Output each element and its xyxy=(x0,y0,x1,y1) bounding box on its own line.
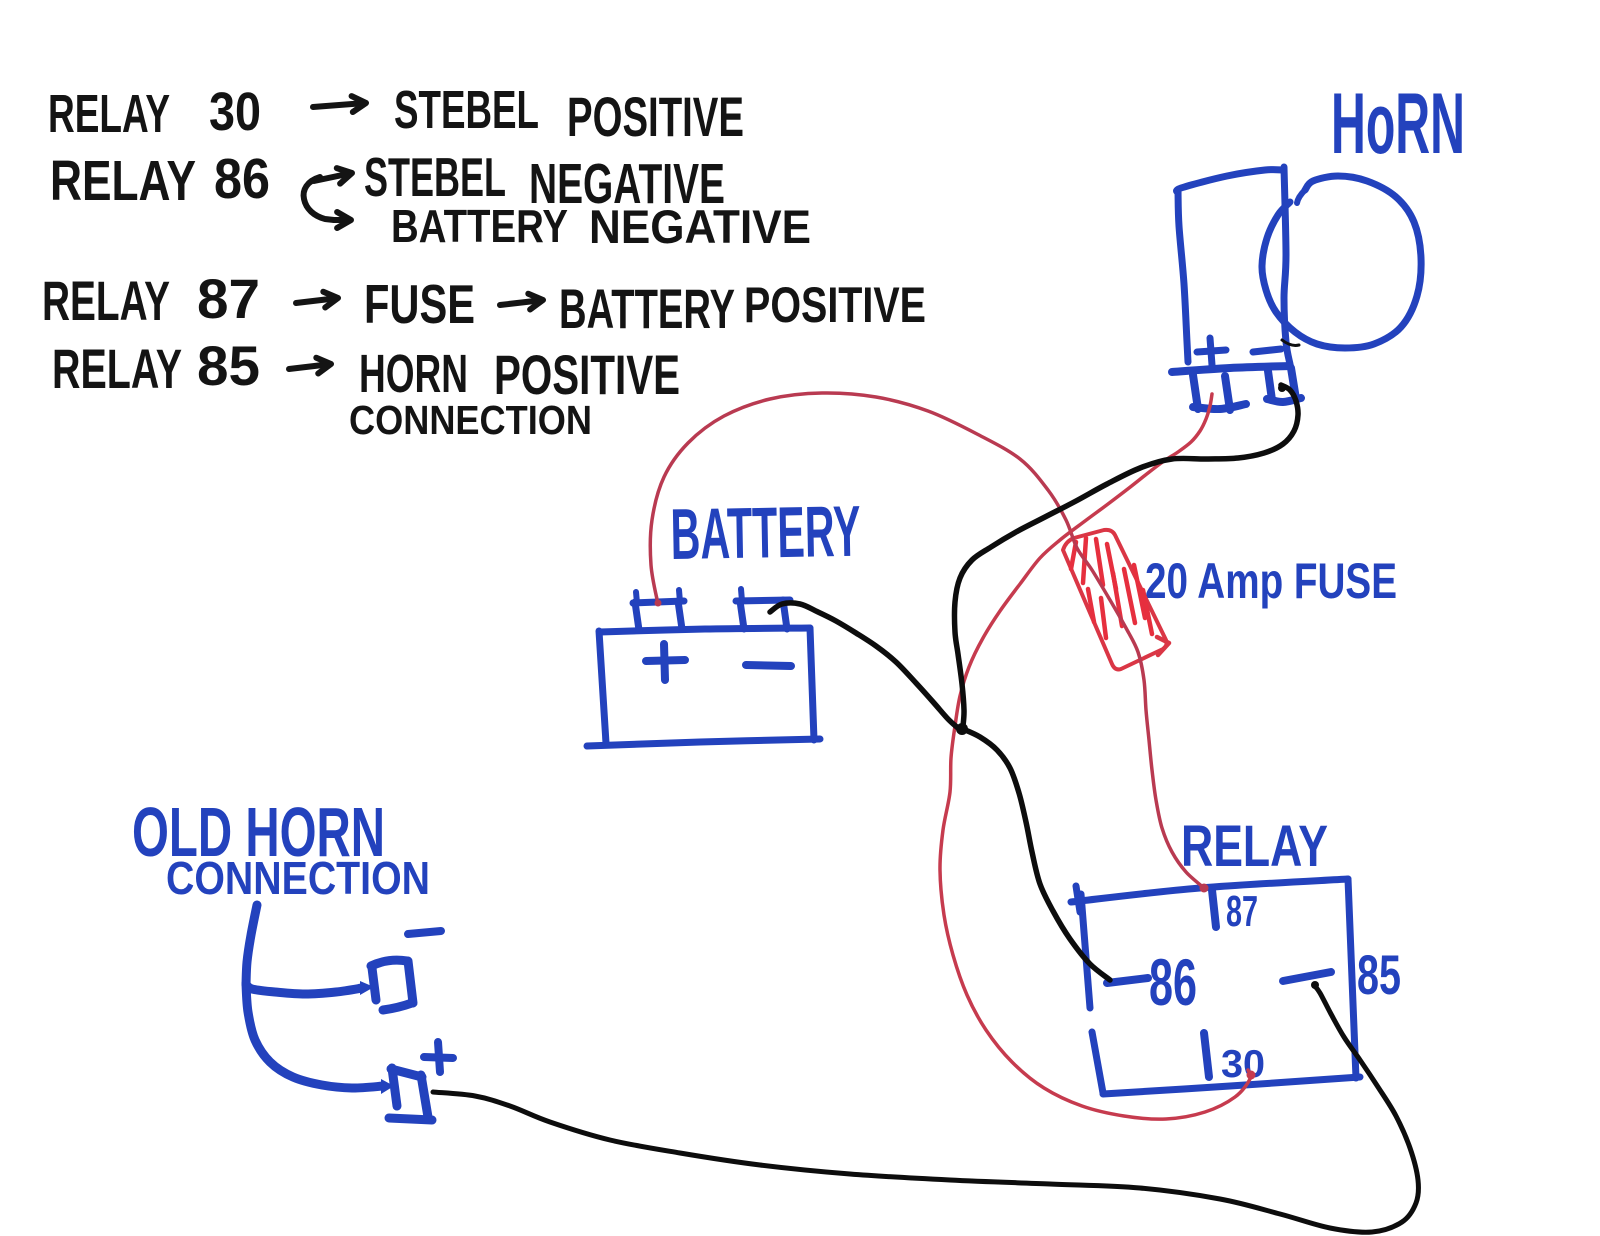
svg-text:STEBEL: STEBEL xyxy=(394,80,539,140)
svg-text:30: 30 xyxy=(1221,1043,1265,1086)
svg-text:87: 87 xyxy=(197,267,260,330)
svg-text:POSITIVE: POSITIVE xyxy=(744,277,926,333)
svg-text:POSITIVE: POSITIVE xyxy=(494,343,680,406)
svg-text:BATTERY: BATTERY xyxy=(391,200,568,252)
svg-text:85: 85 xyxy=(1357,943,1401,1006)
svg-text:NEGATIVE: NEGATIVE xyxy=(529,152,725,216)
svg-text:RELAY: RELAY xyxy=(48,84,170,144)
svg-text:86: 86 xyxy=(214,147,270,211)
svg-text:RELAY: RELAY xyxy=(50,149,196,213)
svg-text:BATTERY: BATTERY xyxy=(559,277,735,340)
svg-text:86: 86 xyxy=(1149,945,1197,1019)
svg-text:87: 87 xyxy=(1226,887,1258,936)
svg-text:RELAY: RELAY xyxy=(42,269,170,332)
svg-text:20 Amp FUSE: 20 Amp FUSE xyxy=(1145,553,1397,609)
svg-text:STEBEL: STEBEL xyxy=(364,146,506,208)
svg-text:BATTERY: BATTERY xyxy=(670,492,861,575)
svg-text:RELAY: RELAY xyxy=(1181,814,1328,879)
svg-text:85: 85 xyxy=(197,334,260,397)
svg-text:RELAY: RELAY xyxy=(52,337,182,400)
svg-text:30: 30 xyxy=(209,82,261,142)
svg-text:CONNECTION: CONNECTION xyxy=(349,397,592,443)
svg-text:OLD HORN: OLD HORN xyxy=(132,793,385,871)
svg-text:CONNECTION: CONNECTION xyxy=(166,852,430,904)
svg-text:FUSE: FUSE xyxy=(364,273,475,335)
svg-text:NEGATIVE: NEGATIVE xyxy=(589,200,811,253)
svg-text:HORN: HORN xyxy=(359,344,468,404)
svg-text:POSITIVE: POSITIVE xyxy=(567,85,744,148)
svg-text:HoRN: HoRN xyxy=(1331,76,1465,172)
